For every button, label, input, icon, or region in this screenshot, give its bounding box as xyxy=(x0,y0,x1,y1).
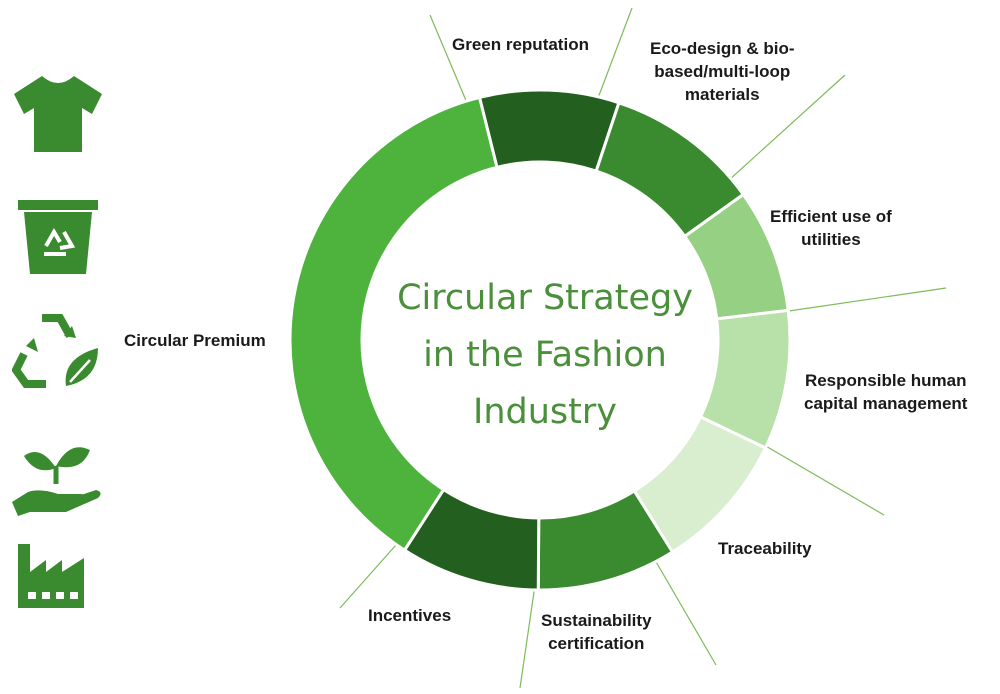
label-eco-design: Eco-design & bio- based/multi-loop mater… xyxy=(650,38,795,107)
label-line: utilities xyxy=(801,229,861,249)
label-line: Responsible human xyxy=(804,371,967,390)
leader-lines xyxy=(339,7,947,689)
leader-responsible xyxy=(781,287,947,313)
label-text: Circular Premium xyxy=(124,331,266,350)
label-incentives: Incentives xyxy=(368,605,451,628)
factory-icon xyxy=(14,540,90,610)
label-text: Traceability xyxy=(718,539,812,558)
label-efficient-use: Efficient use of utilities xyxy=(770,206,892,252)
label-line: Efficient use of xyxy=(770,207,892,226)
leader-eco-design xyxy=(597,7,633,99)
recycle-leaf-icon xyxy=(12,308,102,390)
label-green-reputation: Green reputation xyxy=(452,34,589,57)
segment-circular-premium xyxy=(288,95,499,553)
hand-sprout-icon xyxy=(10,440,104,516)
label-line: Eco-design & bio- xyxy=(650,39,795,58)
label-line: certification xyxy=(548,633,645,653)
recycle-bin-icon xyxy=(16,198,100,276)
label-line: Sustainability xyxy=(541,611,652,630)
ring-segments xyxy=(288,88,792,592)
title-line-1: Circular Strategy xyxy=(397,278,693,318)
label-sustainability-certification: Sustainability certification xyxy=(541,610,652,656)
t-shirt-icon xyxy=(12,72,104,154)
label-traceability: Traceability xyxy=(718,538,812,561)
leader-sustainability-2 xyxy=(519,584,536,689)
label-line: materials xyxy=(684,84,760,104)
center-title: Circular Strategy in the Fashion Industr… xyxy=(370,270,720,441)
label-circular-premium: Circular Premium xyxy=(124,330,266,353)
label-text: Incentives xyxy=(368,606,452,625)
leader-green-reputation xyxy=(429,14,471,111)
label-line: based/multi-loop xyxy=(654,61,791,81)
segment-green-reputation xyxy=(477,88,621,173)
title-line-2: in the Fashion xyxy=(423,335,667,375)
title-line-3: Industry xyxy=(473,392,617,432)
leader-efficient xyxy=(717,74,846,191)
label-line: capital management xyxy=(804,393,968,413)
label-responsible-human-capital: Responsible human capital management xyxy=(804,370,967,416)
leader-sustainability xyxy=(647,547,717,666)
leader-traceability xyxy=(763,444,885,516)
label-text: Green reputation xyxy=(452,35,589,54)
